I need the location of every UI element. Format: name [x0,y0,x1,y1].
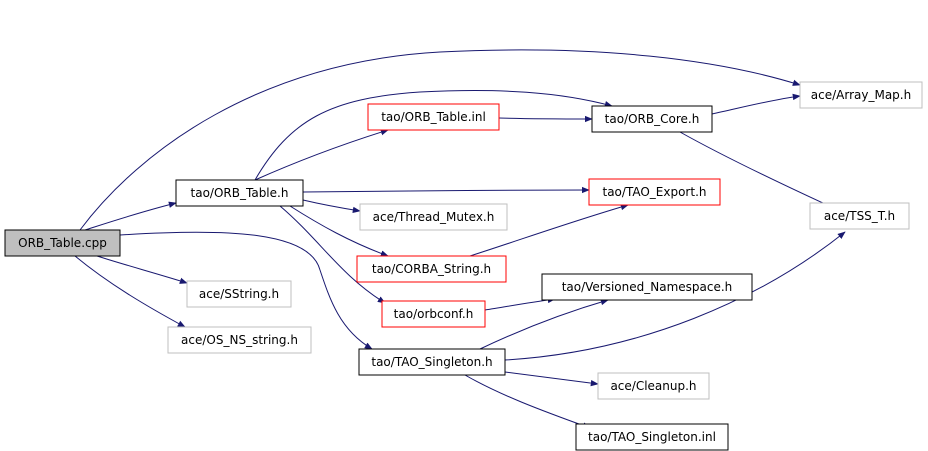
node-label-tao_corba_string_h: tao/CORBA_String.h [372,262,491,276]
edge-tao_corba_string_h-to-tao_tao_export_h [469,203,629,257]
node-ace_thread_mutex_h[interactable]: ace/Thread_Mutex.h [359,203,508,231]
node-label-ace_sstring_h: ace/SString.h [199,287,279,301]
node-label-tao_tao_singleton_h: tao/TAO_Singleton.h [371,355,492,369]
node-ace_sstring_h[interactable]: ace/SString.h [186,280,292,308]
edge-tao_orb_table_inl-to-tao_orb_core_h [498,115,593,123]
node-box-tao_tao_singleton_h[interactable] [358,348,506,376]
node-label-tao_orbconf_h: tao/orbconf.h [394,307,474,321]
node-ace_array_map_h[interactable]: ace/Array_Map.h [799,81,923,109]
node-box-orb_table_cpp[interactable] [4,229,121,257]
edge-tao_orb_table_h-to-tao_orbconf_h [279,205,386,304]
edge-tao_orb_core_h-to-ace_tss_t_h [679,131,839,211]
node-label-tao_orb_table_h: tao/ORB_Table.h [191,186,289,200]
edge-orb_table_cpp-to-tao_tao_singleton_h [119,231,373,350]
node-box-tao_orb_table_inl[interactable] [367,103,500,131]
edge-orb_table_cpp-to-ace_os_ns_string_h [74,255,186,328]
node-box-ace_sstring_h[interactable] [186,280,292,308]
node-box-tao_tao_singleton_inl[interactable] [575,423,729,451]
edge-orb_table_cpp-to-ace_array_map_h [79,49,801,231]
edge-tao_tao_singleton_h-to-tao_versioned_namespace_h [479,298,609,350]
node-box-ace_array_map_h[interactable] [799,81,923,109]
node-box-tao_corba_string_h[interactable] [356,255,507,283]
node-box-ace_cleanup_h[interactable] [597,372,710,400]
node-tao_orb_core_h[interactable]: tao/ORB_Core.h [591,105,713,133]
node-label-tao_tao_export_h: tao/TAO_Export.h [603,185,707,199]
node-tao_versioned_namespace_h[interactable]: tao/Versioned_Namespace.h [541,273,753,301]
edges-layer [74,49,846,429]
node-box-ace_os_ns_string_h[interactable] [167,326,312,354]
edge-orb_table_cpp-to-ace_sstring_h [96,255,188,284]
edge-tao_orb_table_h-to-tao_corba_string_h [289,205,389,257]
node-label-tao_orb_table_inl: tao/ORB_Table.inl [381,110,486,124]
edge-tao_orb_core_h-to-ace_array_map_h [711,93,801,115]
edge-tao_tao_singleton_h-to-ace_cleanup_h [504,371,599,387]
node-box-ace_thread_mutex_h[interactable] [359,203,508,231]
edge-tao_tao_singleton_h-to-tao_tao_singleton_inl [464,374,591,429]
edge-tao_orb_table_h-to-tao_orb_core_h [254,90,613,181]
node-ace_os_ns_string_h[interactable]: ace/OS_NS_string.h [167,326,312,354]
node-box-tao_orbconf_h[interactable] [381,300,486,328]
node-label-orb_table_cpp: ORB_Table.cpp [18,236,107,250]
node-tao_tao_export_h[interactable]: tao/TAO_Export.h [588,178,721,206]
node-tao_orb_table_h[interactable]: tao/ORB_Table.h [175,179,304,207]
node-label-ace_os_ns_string_h: ace/OS_NS_string.h [181,333,298,347]
node-label-ace_thread_mutex_h: ace/Thread_Mutex.h [373,210,495,224]
node-label-ace_array_map_h: ace/Array_Map.h [811,88,911,102]
node-box-tao_orb_table_h[interactable] [175,179,304,207]
node-orb_table_cpp[interactable]: ORB_Table.cpp [4,229,121,257]
edge-tao_tao_singleton_h-to-ace_tss_t_h [504,231,846,361]
node-box-tao_tao_export_h[interactable] [588,178,721,206]
node-tao_orbconf_h[interactable]: tao/orbconf.h [381,300,486,328]
edge-tao_orb_table_h-to-tao_tao_export_h [302,186,590,194]
edge-tao_orb_table_h-to-tao_orb_table_inl [254,129,389,181]
node-box-ace_tss_t_h[interactable] [809,202,910,230]
node-label-tao_versioned_namespace_h: tao/Versioned_Namespace.h [562,280,733,294]
node-ace_tss_t_h[interactable]: ace/TSS_T.h [809,202,910,230]
node-box-tao_versioned_namespace_h[interactable] [541,273,753,301]
node-label-ace_tss_t_h: ace/TSS_T.h [824,209,895,223]
node-tao_orb_table_inl[interactable]: tao/ORB_Table.inl [367,103,500,131]
nodes-layer: ORB_Table.cpp tao/ORB_Table.h ace/SString.… [4,81,923,451]
node-ace_cleanup_h[interactable]: ace/Cleanup.h [597,372,710,400]
node-label-ace_cleanup_h: ace/Cleanup.h [610,379,696,393]
node-label-tao_orb_core_h: tao/ORB_Core.h [605,112,700,126]
node-box-tao_orb_core_h[interactable] [591,105,713,133]
node-label-tao_tao_singleton_inl: tao/TAO_Singleton.inl [588,430,716,444]
node-tao_tao_singleton_h[interactable]: tao/TAO_Singleton.h [358,348,506,376]
node-tao_corba_string_h[interactable]: tao/CORBA_String.h [356,255,507,283]
edge-orb_table_cpp-to-tao_orb_table_h [84,201,177,231]
edge-tao_orb_table_h-to-ace_thread_mutex_h [302,199,361,214]
node-tao_tao_singleton_inl[interactable]: tao/TAO_Singleton.inl [575,423,729,451]
edge-tao_orbconf_h-to-tao_versioned_namespace_h [484,296,556,311]
